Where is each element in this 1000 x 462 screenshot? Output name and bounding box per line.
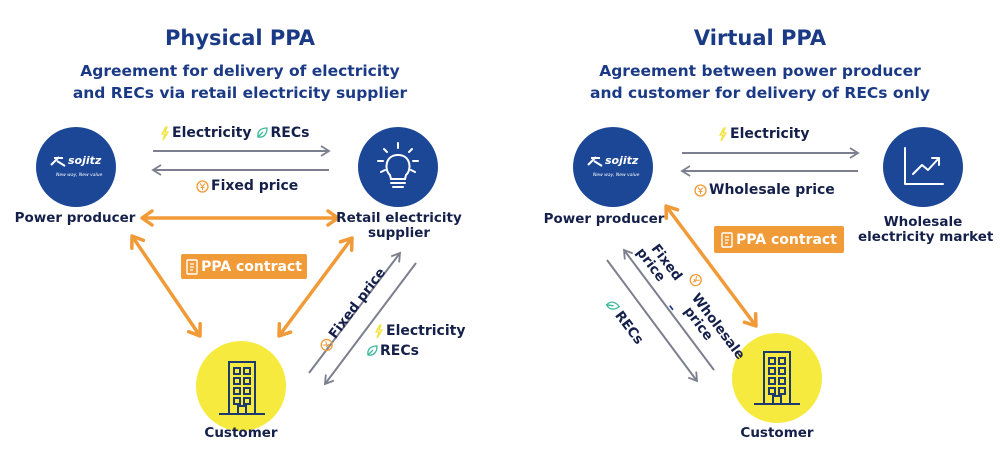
yen-coin-icon <box>694 183 707 197</box>
recs-label: RECs <box>270 125 310 141</box>
virtual-producer-node: sojitz New way, New value <box>573 127 653 207</box>
virtual-contract-arrow-producer-customer <box>664 204 758 328</box>
virtual-producer-label: Power producer <box>543 211 665 227</box>
logo-text: sojitz <box>68 154 102 167</box>
electricity-icon <box>160 125 170 141</box>
logo-tagline: New way, New value <box>56 173 103 178</box>
recs-leaf-icon <box>604 297 621 314</box>
physical-flow-forward-label: Electricity RECs <box>160 125 309 141</box>
logo-tagline: New way, New value <box>593 173 640 178</box>
virtual-flow-forward-label: Electricity <box>718 126 809 142</box>
physical-retailer-node <box>358 127 438 207</box>
virtual-diag-recs-label: RECs <box>602 296 647 348</box>
physical-flow-backward-label: Fixed price <box>196 178 298 194</box>
virtual-ppa-contract-badge: PPA contract <box>714 226 844 253</box>
physical-retailer-label-line2: supplier <box>367 225 431 241</box>
physical-retailer-label: Retail electricity supplier <box>334 211 464 241</box>
electricity-label: Electricity <box>172 125 252 141</box>
virtual-ppa-subtitle-line1: Agreement between power producer <box>599 62 921 80</box>
physical-contract-arrow-retailer-customer <box>277 236 354 338</box>
trend-chart-icon <box>903 146 945 188</box>
electricity-icon <box>718 126 728 142</box>
physical-contract-arrow-producer-customer <box>130 234 202 338</box>
physical-producer-node: sojitz New way, New value <box>36 127 116 207</box>
physical-ppa-title: Physical PPA <box>165 26 315 50</box>
physical-producer-label: Power producer <box>14 210 136 226</box>
virtual-flow-backward-label: Wholesale price <box>694 182 835 198</box>
virtual-market-node <box>883 127 963 207</box>
physical-customer-node <box>196 341 286 431</box>
physical-diag-price-label: Fixed price <box>316 265 389 355</box>
electricity-label: Electricity <box>730 126 810 142</box>
yen-coin-icon <box>687 271 705 289</box>
lightbulb-icon <box>376 141 420 191</box>
physical-ppa-subtitle-line1: Agreement for delivery of electricity <box>80 62 400 80</box>
virtual-customer-label: Customer <box>740 425 814 441</box>
virtual-market-label: Wholesale electricity market <box>858 214 994 245</box>
virtual-ppa-title: Virtual PPA <box>693 26 827 50</box>
virtual-diag-wholesale-price-label <box>687 271 705 289</box>
physical-flow-arrow-goods-to-customer <box>323 262 417 386</box>
virtual-market-label-line2: electricity market <box>858 229 994 245</box>
physical-diag-electricity-label: Electricity <box>374 323 465 339</box>
yen-coin-icon <box>317 336 335 354</box>
virtual-flow-arrow-price-to-producer <box>622 248 715 371</box>
ppa-contract-label: PPA contract <box>736 231 837 248</box>
ppa-contract-label: PPA contract <box>201 258 302 275</box>
building-icon <box>219 360 265 416</box>
sojitz-logo-icon <box>50 155 66 167</box>
document-icon <box>721 231 733 248</box>
sojitz-logo-icon <box>587 155 603 167</box>
virtual-flow-arrow-recs-to-customer <box>606 259 699 383</box>
document-icon <box>186 258 198 275</box>
physical-customer-label: Customer <box>204 425 278 441</box>
electricity-icon <box>374 323 384 339</box>
virtual-ppa-subtitle-line2: and customer for delivery of RECs only <box>589 84 931 102</box>
electricity-label: Electricity <box>386 323 466 339</box>
recs-label: RECs <box>380 343 419 359</box>
virtual-market-label-line1: Wholesale <box>883 214 963 230</box>
physical-diag-recs-label: RECs <box>366 343 419 359</box>
recs-leaf-icon <box>366 345 378 357</box>
yen-coin-icon <box>196 179 209 193</box>
physical-flow-arrow-price-to-retailer <box>308 251 402 374</box>
physical-ppa-subtitle-line2: and RECs via retail electricity supplier <box>72 84 408 102</box>
physical-retailer-label-line1: Retail electricity <box>336 210 462 226</box>
fixed-price-label: Fixed price <box>211 178 299 194</box>
wholesale-price-label: Wholesale price <box>709 182 835 198</box>
physical-ppa-contract-badge: PPA contract <box>181 254 307 279</box>
virtual-customer-node <box>732 333 822 423</box>
recs-leaf-icon <box>256 127 269 139</box>
logo-text: sojitz <box>605 154 639 167</box>
building-icon <box>754 350 800 406</box>
